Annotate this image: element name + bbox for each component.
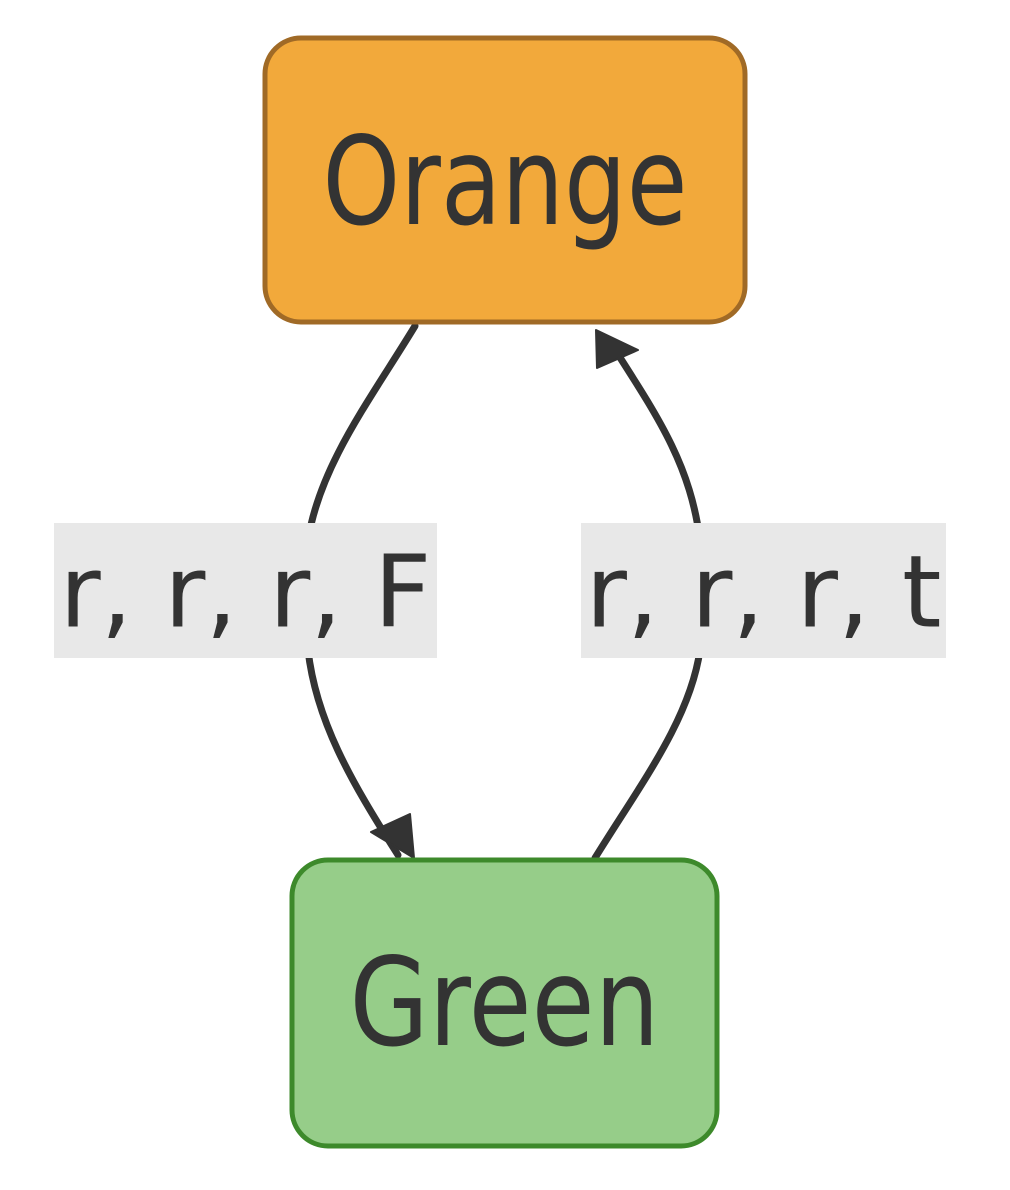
- edge-orange-to-green[interactable]: [304, 322, 419, 859]
- node-green-box: [289, 857, 720, 1149]
- node-orange[interactable]: Orange: [262, 35, 748, 325]
- node-orange-box: [262, 35, 748, 325]
- edge-line-green-to-orange: [591, 341, 704, 862]
- edge-label-green-to-orange: r, r, r, t: [581, 523, 946, 658]
- arrowhead-up-icon: [595, 329, 639, 369]
- node-orange-label: Orange: [323, 111, 688, 253]
- arrowhead-down-icon: [370, 813, 415, 859]
- edge-label-background: [581, 523, 946, 658]
- edge-label-text: r, r, r, F: [60, 534, 432, 651]
- edge-label-orange-to-green: r, r, r, F: [54, 523, 437, 658]
- node-green-label: Green: [350, 932, 660, 1074]
- edge-label-background: [54, 523, 437, 658]
- node-green[interactable]: Green: [289, 857, 720, 1149]
- edge-green-to-orange[interactable]: [591, 329, 704, 862]
- edge-label-text: r, r, r, t: [586, 534, 942, 651]
